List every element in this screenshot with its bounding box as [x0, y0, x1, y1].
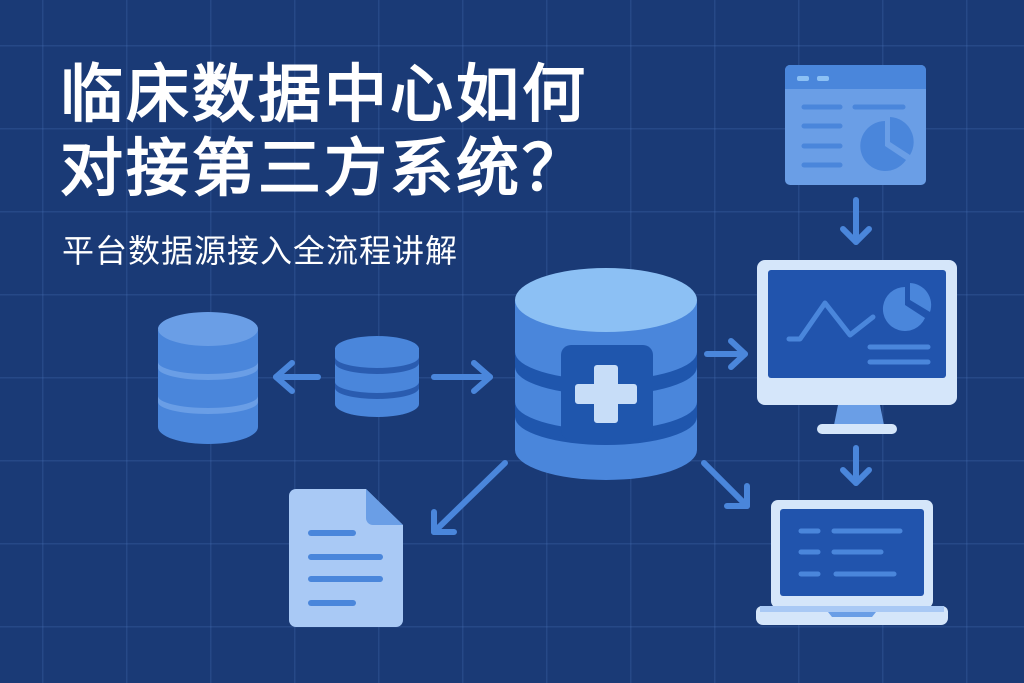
- subtitle: 平台数据源接入全流程讲解: [62, 232, 459, 270]
- arrow-down-icon: [840, 197, 872, 245]
- title-line-1: 临床数据中心如何: [60, 58, 588, 131]
- arrow-left-icon: [273, 360, 321, 394]
- document-icon: [289, 489, 403, 627]
- database-large-icon: [158, 312, 258, 444]
- title-line-2: 对接第三方系统？: [60, 132, 588, 205]
- database-small-icon: [335, 336, 419, 417]
- browser-dashboard-icon: [785, 65, 926, 185]
- arrow-right-to-monitor-icon: [704, 338, 748, 370]
- arrow-diagonal-down-right-icon: [701, 460, 750, 509]
- plus-icon: [575, 365, 637, 423]
- laptop-list-icon: [756, 500, 948, 625]
- monitor-analytics-icon: [757, 260, 957, 434]
- arrow-right-icon: [431, 360, 493, 394]
- central-medical-database-icon: [515, 268, 697, 480]
- arrow-down-to-laptop-icon: [840, 445, 872, 486]
- arrow-diagonal-down-left-icon: [431, 460, 508, 535]
